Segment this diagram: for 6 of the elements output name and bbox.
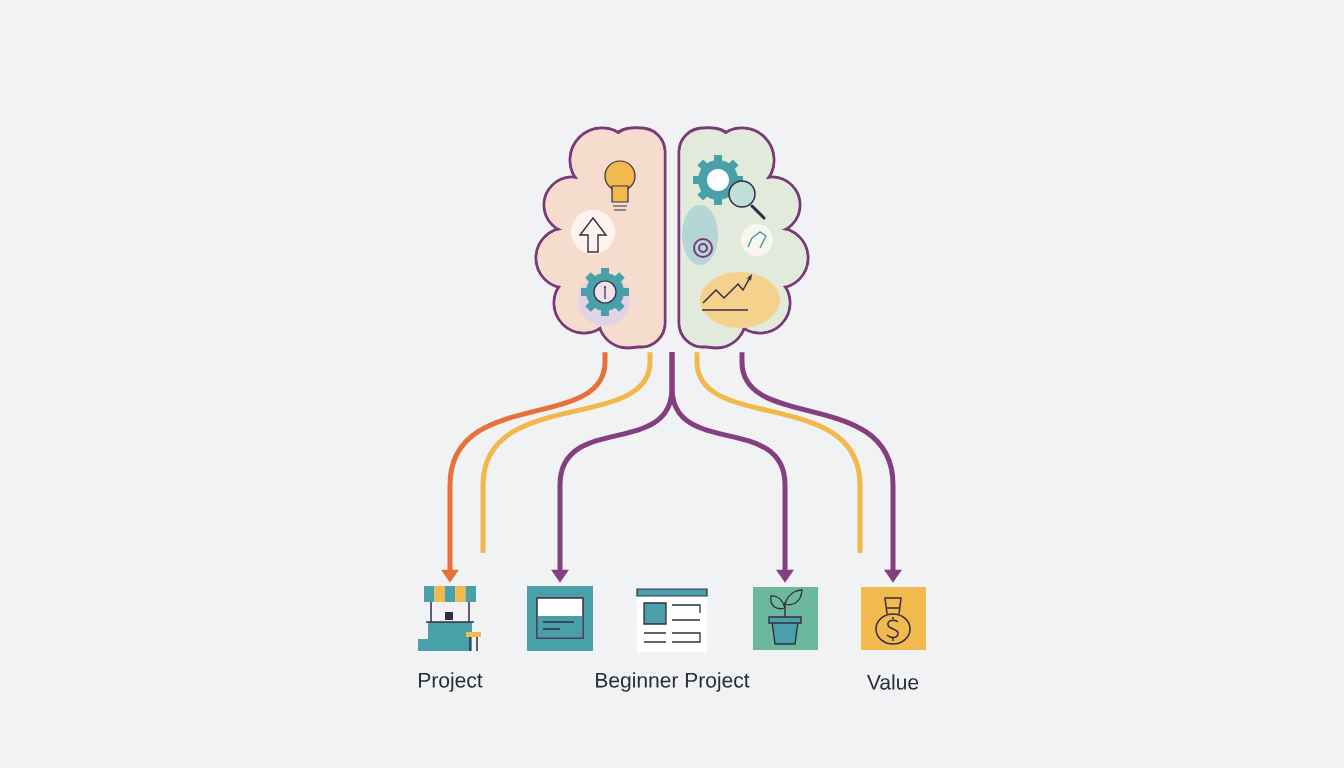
brain-drawing [534,126,810,350]
potted-plant-icon [753,587,818,650]
icon-label: Beginner Project [596,672,750,692]
browser-window-icon [527,586,593,651]
icon-label: Value [867,674,919,690]
icon-label: Project [419,672,483,692]
